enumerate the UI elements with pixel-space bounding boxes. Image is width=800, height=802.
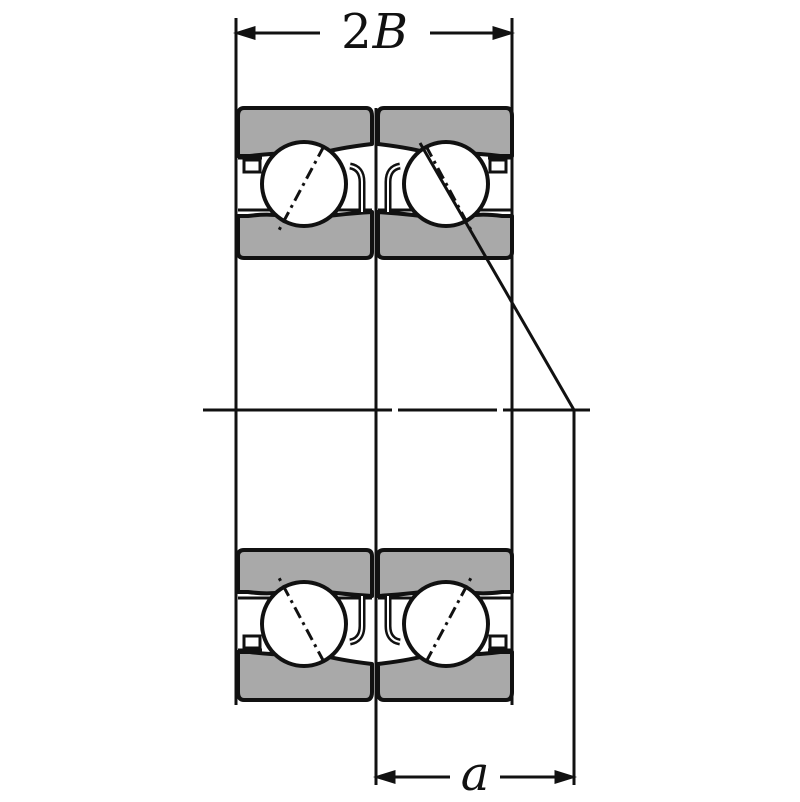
bearing-row-top-left [238, 108, 372, 258]
dimension-label-2b-symbol: B [372, 4, 409, 60]
contact-line [418, 142, 576, 411]
dimension-a-line [372, 769, 578, 785]
bearing-row-bottom-right [378, 550, 512, 700]
bearing-row-top-right [378, 108, 512, 258]
bearing-row-bottom-left [238, 550, 372, 700]
dimension-2b-line [232, 25, 516, 41]
dimension-label-2b: 2B [320, 8, 430, 56]
dimension-label-a: a [450, 750, 500, 798]
dimension-label-2b-prefix: 2 [341, 4, 373, 60]
